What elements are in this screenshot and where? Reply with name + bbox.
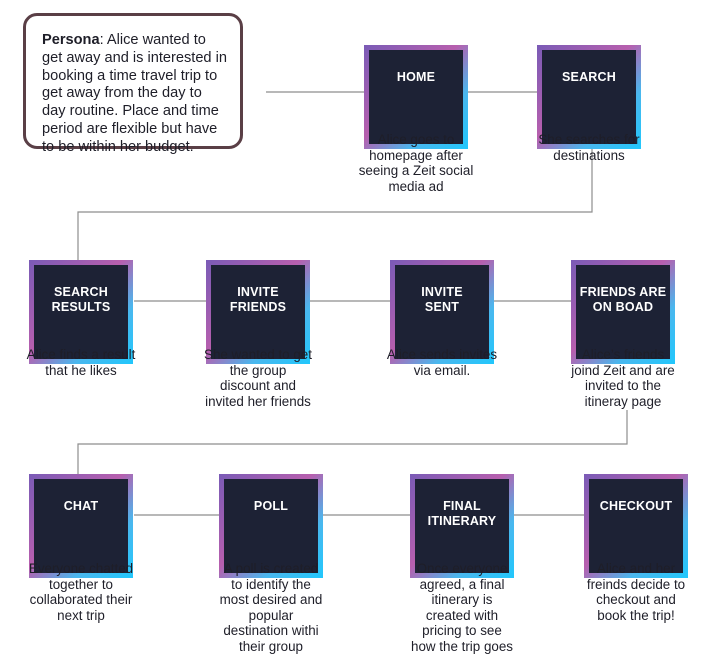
step-friends-on-board: FRIENDS ARE ON BOAD	[571, 260, 675, 364]
step-home-desc: Alice goes to homepage after seeing a Ze…	[358, 132, 474, 194]
step-invite-sent-title: INVITE SENT	[421, 285, 463, 314]
step-search-results-title: SEARCH RESULTS	[51, 285, 111, 314]
step-final-itinerary-desc: Once everyone agreed, a final itinerary …	[411, 561, 513, 654]
connector-friends-chat	[77, 410, 628, 476]
step-friends-on-board-title: FRIENDS ARE ON BOAD	[579, 285, 667, 314]
step-search: SEARCH	[537, 45, 641, 149]
step-chat-title: CHAT	[63, 499, 99, 513]
step-invite-friends: INVITE FRIENDS	[206, 260, 310, 364]
step-checkout: CHECKOUT	[584, 474, 688, 578]
step-chat: CHAT	[29, 474, 133, 578]
step-checkout-title: CHECKOUT	[599, 499, 673, 513]
step-invite-friends-title: INVITE FRIENDS	[229, 285, 287, 314]
persona-text: : Alice wanted to get away and is intere…	[42, 32, 227, 155]
step-home-title: HOME	[396, 70, 436, 84]
step-search-desc: She searches for destinations	[538, 132, 640, 163]
step-final-itinerary: FINAL ITINERARY	[410, 474, 514, 578]
persona-label: Persona	[42, 32, 100, 48]
step-checkout-desc: Alice and her freinds decide to checkout…	[586, 561, 686, 623]
step-invite-friends-desc: She wanted to get the group discount and…	[204, 347, 312, 409]
step-poll-title: POLL	[253, 499, 289, 513]
step-invite-sent-desc: Alice sends invites via email.	[386, 347, 498, 378]
step-chat-desc: Everyone chatted together to collaborate…	[28, 561, 134, 623]
step-search-title: SEARCH	[562, 70, 616, 84]
step-friends-on-board-desc: Alice’s friends joind Zeit and are invit…	[571, 347, 675, 409]
persona-card: Persona: Alice wanted to get away and is…	[23, 13, 243, 155]
step-search-results-desc: Alice finds a result that he likes	[26, 347, 136, 378]
step-poll-desc: A poll is created to identify the most d…	[219, 561, 323, 654]
step-home: HOME	[364, 45, 468, 149]
step-invite-sent: INVITE SENT	[390, 260, 494, 364]
connector-search-results	[77, 147, 593, 262]
step-search-results: SEARCH RESULTS	[29, 260, 133, 364]
step-poll: POLL	[219, 474, 323, 578]
step-final-itinerary-title: FINAL ITINERARY	[427, 499, 497, 528]
